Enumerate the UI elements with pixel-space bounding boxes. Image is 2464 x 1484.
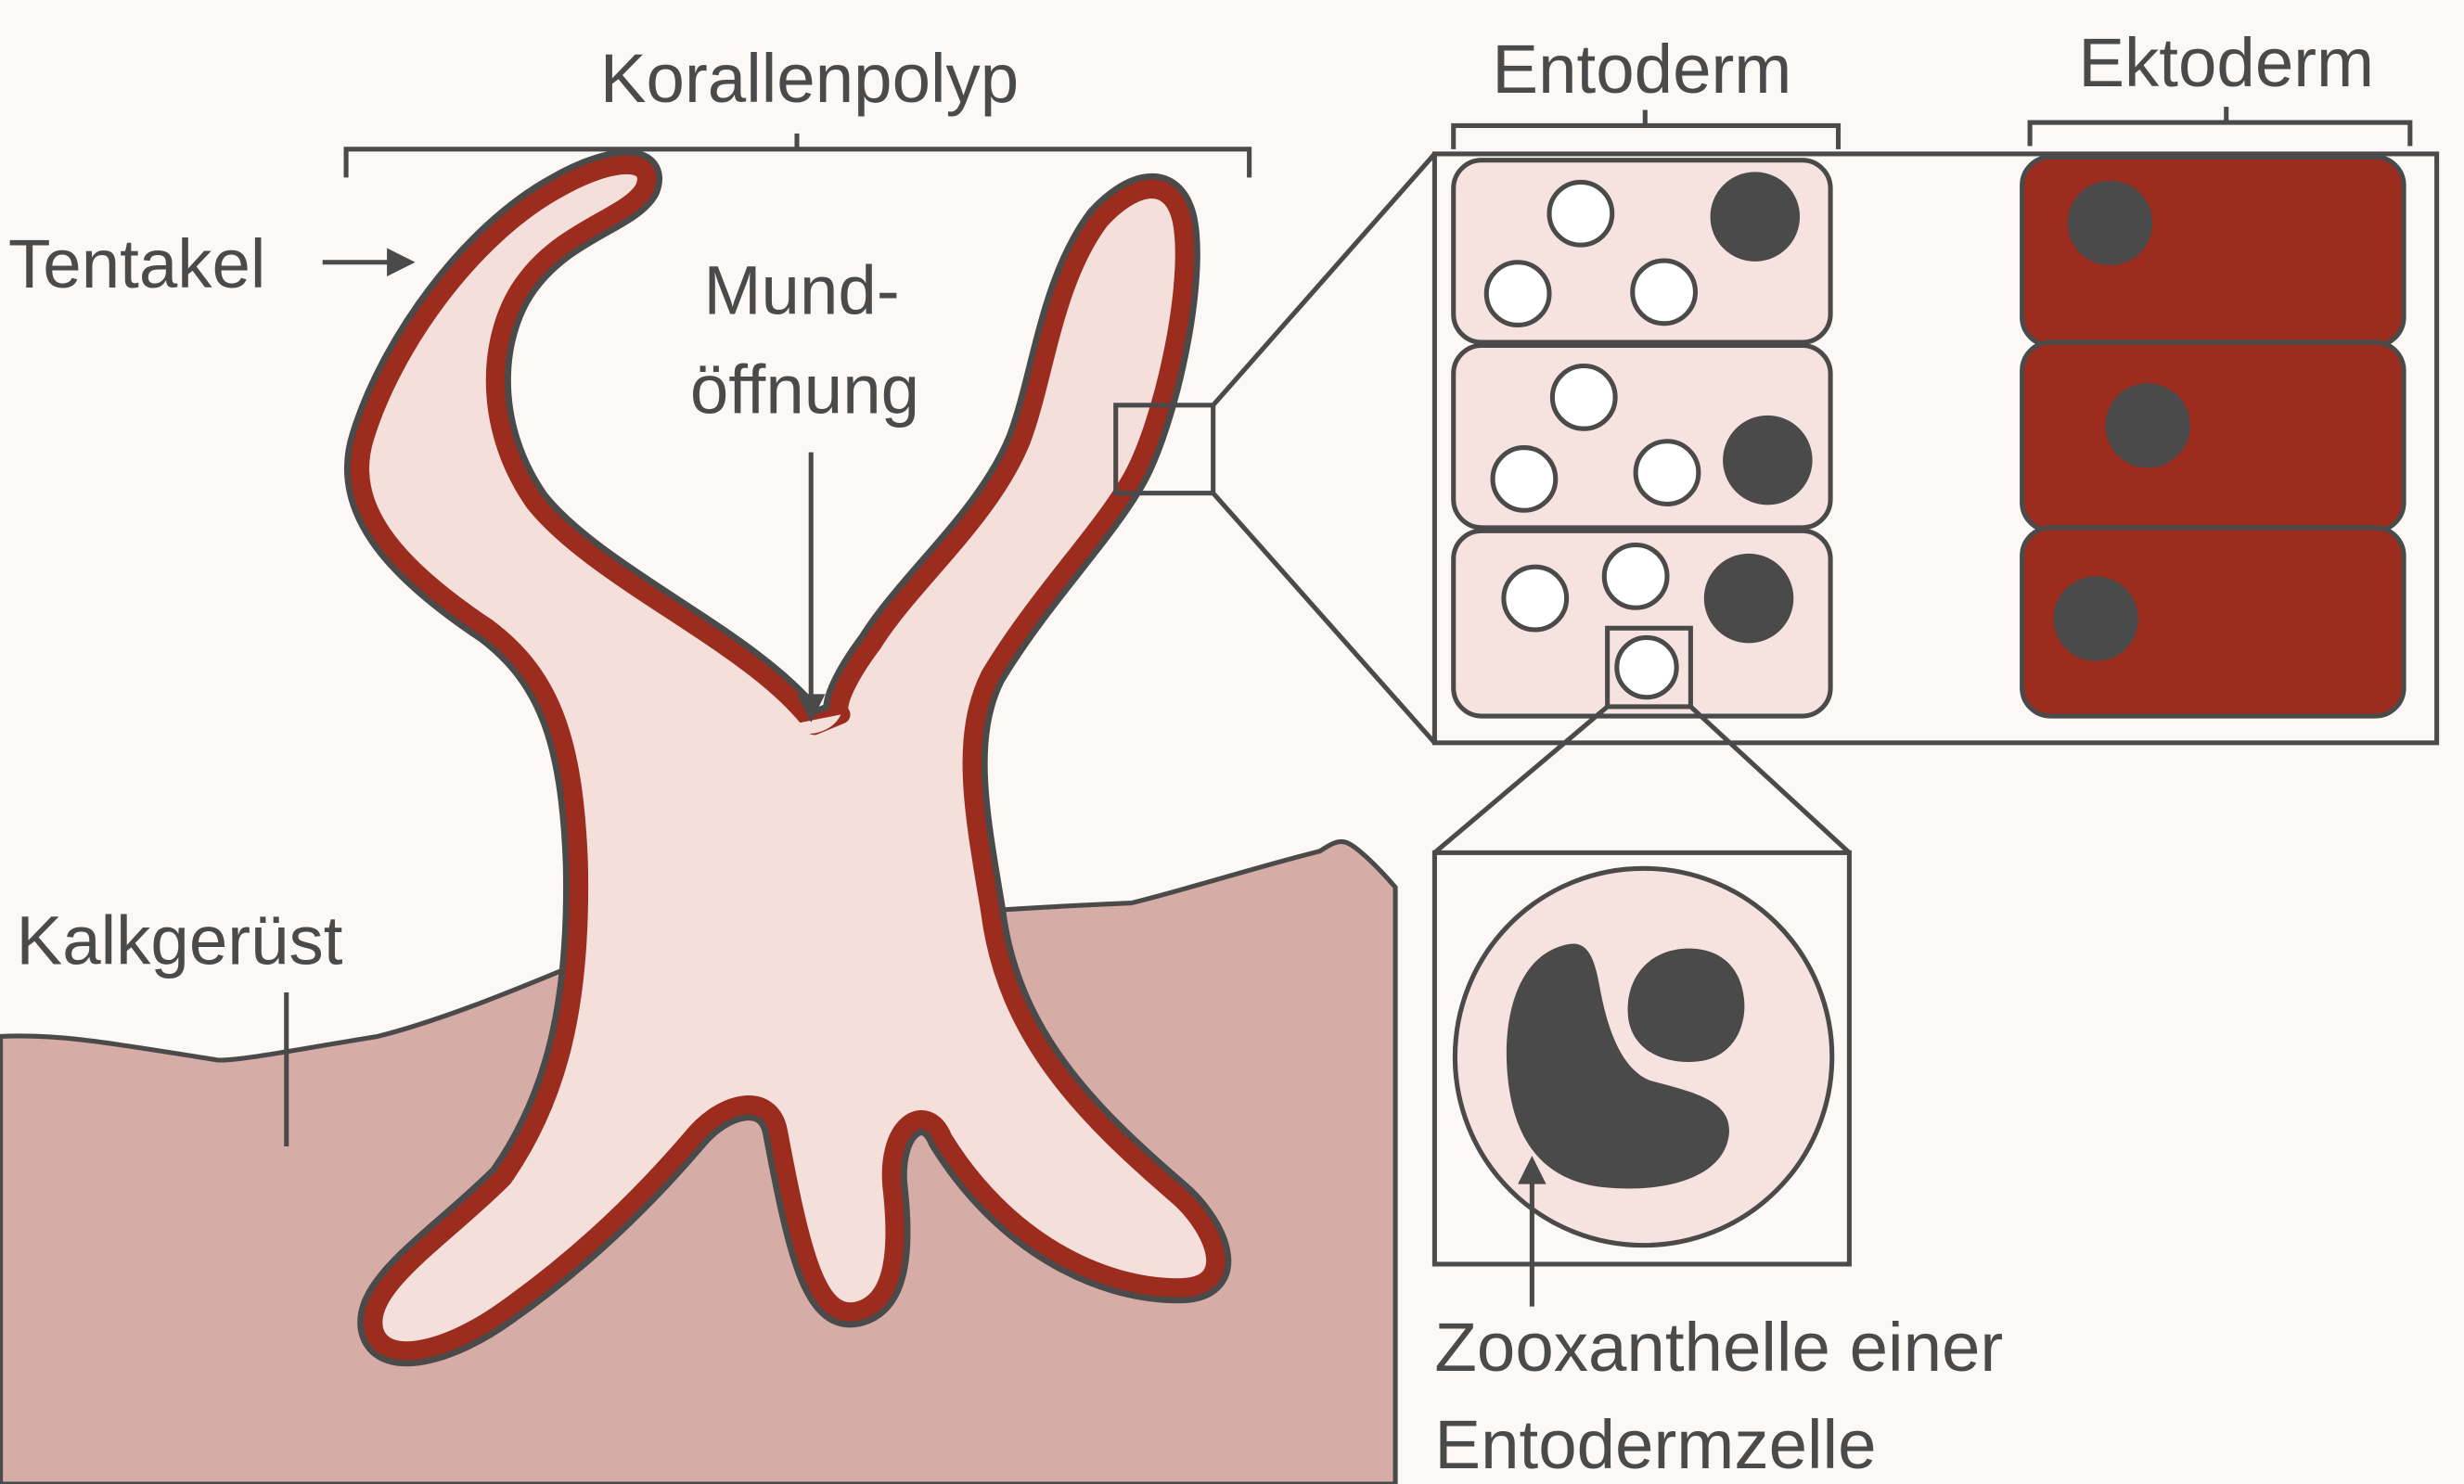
ektoderm-bracket (2027, 107, 2413, 147)
chloroplast (1506, 943, 1729, 1189)
zooxanthella (1490, 444, 1559, 513)
zoom-lines-zooxanthella (1432, 704, 1852, 855)
entoderm-bracket (1451, 109, 1842, 149)
label-mund-line1: Mund- (704, 252, 900, 329)
label-kalkgeruest: Kalkgerüst (17, 902, 343, 979)
label-zooxanthelle-line1: Zooxanthelle einer (1434, 1309, 2003, 1386)
ektoderm-cell (2020, 525, 2406, 719)
zooxanthella-nucleus (1627, 948, 1745, 1062)
ektoderm-cell (2020, 339, 2406, 533)
zooxanthella (1546, 179, 1615, 248)
nucleus (2105, 383, 2190, 468)
zooxanthella (1549, 363, 1618, 431)
cell-layer-panel (1431, 151, 2440, 746)
zoom-box-tentacle-wall (1113, 152, 1437, 745)
label-ektoderm: Ektoderm (2078, 24, 2374, 101)
coral-polyp (344, 148, 1232, 1367)
tentakel-arrow (322, 248, 416, 276)
nucleus (1723, 415, 1813, 505)
entoderm-cells (1451, 158, 1833, 719)
ektoderm-cells (2020, 154, 2406, 719)
label-entoderm: Entoderm (1492, 31, 1791, 108)
nucleus (2053, 576, 2138, 661)
label-korallenpolyp: Korallenpolyp (600, 40, 1019, 117)
zooxanthella (1614, 634, 1679, 700)
label-mund-line2: öffnung (690, 351, 919, 428)
zooxanthella (1630, 258, 1699, 326)
zooxanthella-arrow (1518, 1156, 1546, 1307)
zooxanthella-detail (1431, 850, 1852, 1267)
nucleus (2067, 180, 2153, 266)
korallenpolyp-bracket (343, 133, 1252, 178)
label-tentakel: Tentakel (8, 225, 265, 302)
zooxanthella (1601, 542, 1670, 610)
mundoeffnung-arrow (797, 452, 826, 723)
nucleus (1710, 172, 1801, 262)
label-zooxanthelle-line2: Entodermzelle (1434, 1406, 1876, 1483)
nucleus (1703, 553, 1794, 644)
zooxanthella-zoom-box (1605, 625, 1693, 710)
zooxanthella (1483, 260, 1552, 328)
zooxanthella (1501, 564, 1570, 633)
zooxanthella (1633, 439, 1701, 507)
